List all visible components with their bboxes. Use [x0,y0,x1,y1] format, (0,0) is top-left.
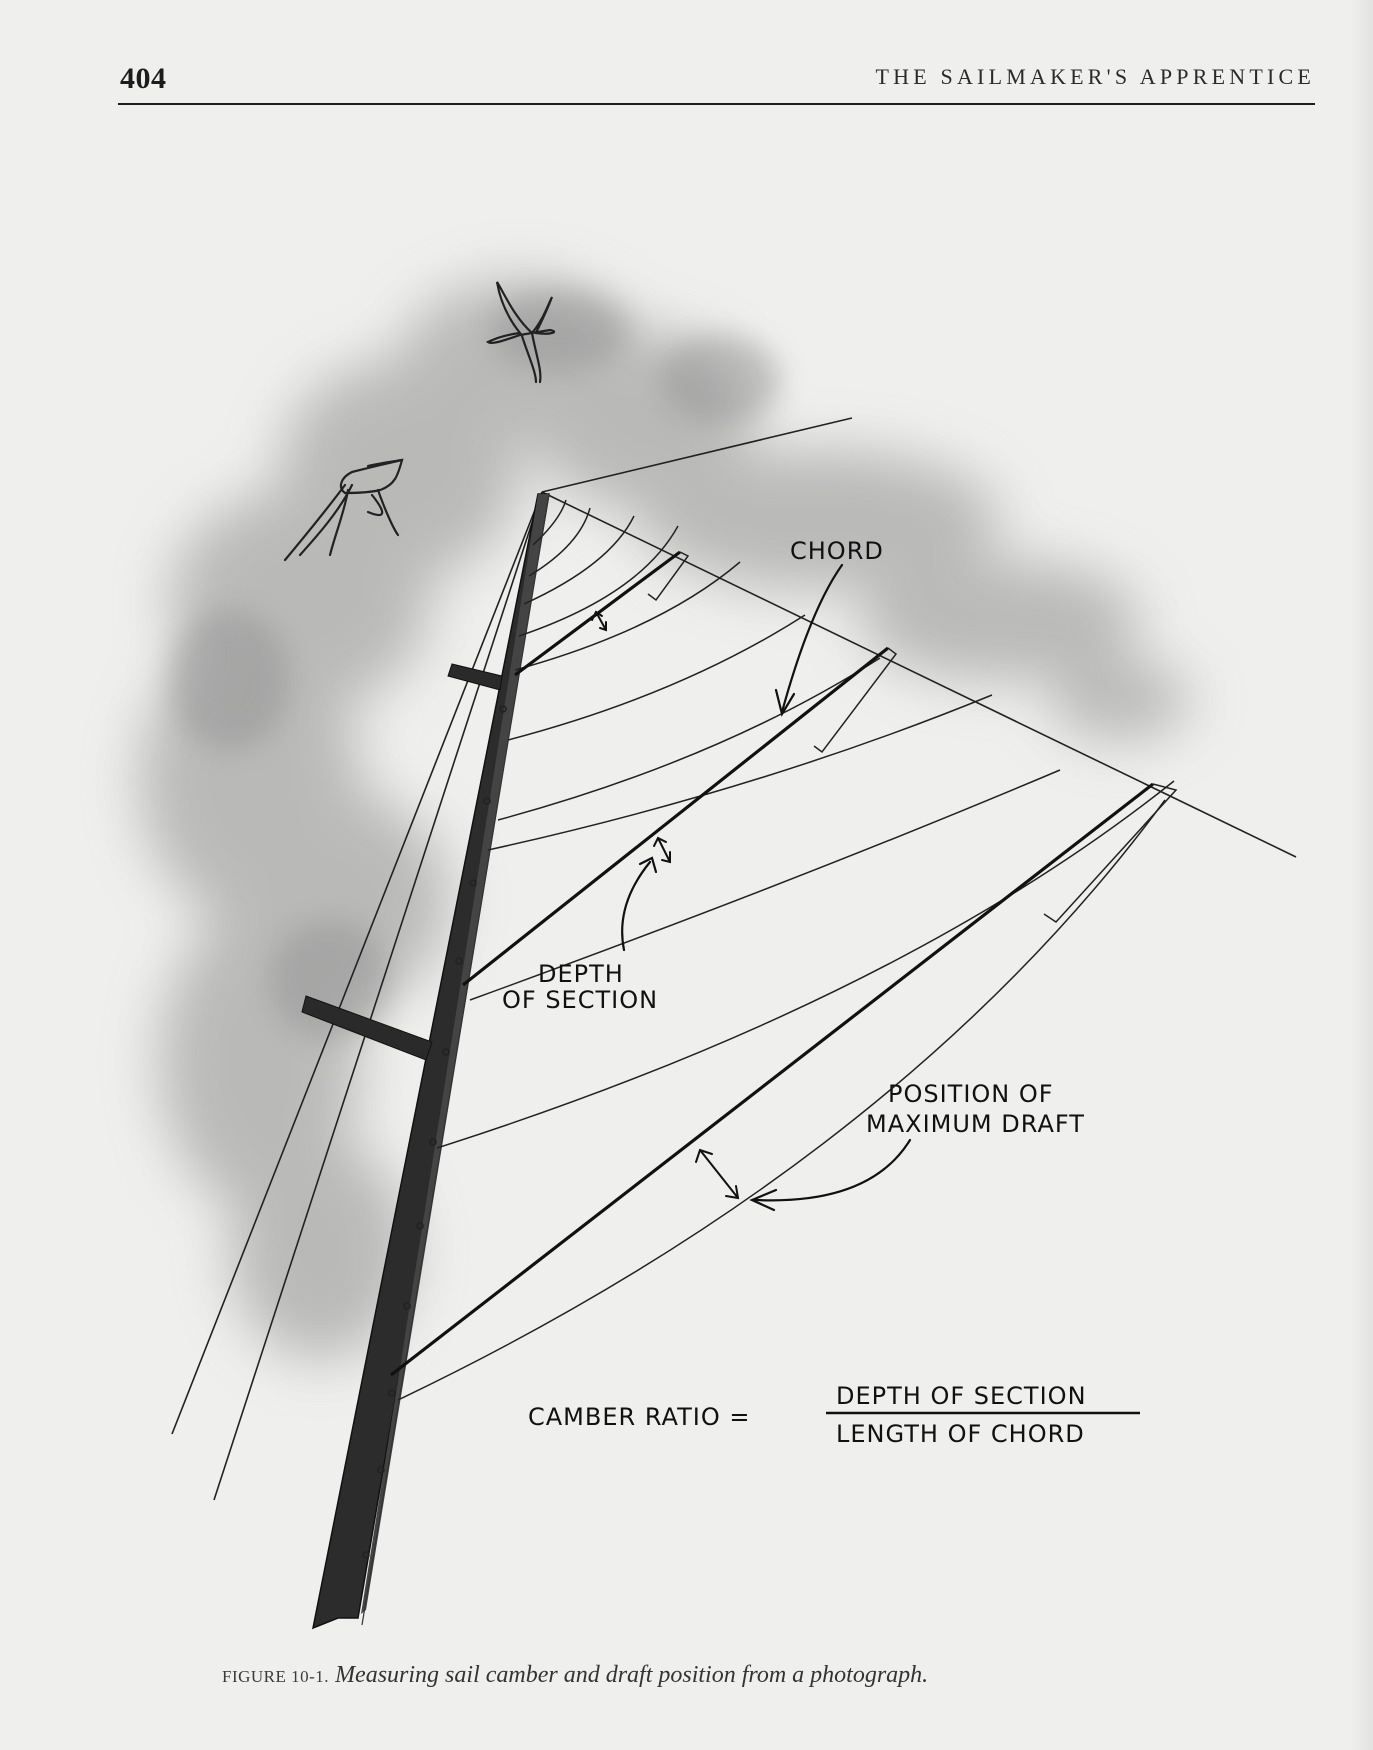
formula-numerator: DEPTH OF SECTION [836,1382,1087,1410]
draft-stripes [397,499,1175,1401]
depth-label-line2: OF SECTION [502,986,658,1014]
max-draft-label-line1: POSITION OF [888,1080,1054,1108]
depth-label-line1: DEPTH [538,960,624,988]
max-draft-label-line2: MAXIMUM DRAFT [866,1110,1085,1138]
draft-position-marks [647,551,1178,923]
mast [311,493,550,1630]
depth-arrows [591,610,740,1200]
figure-caption-text: Measuring sail camber and draft position… [335,1662,929,1688]
page-number: 404 [120,62,167,95]
chord-label: CHORD [790,537,884,565]
page-edge-shadow [1351,0,1373,1750]
formula-denominator: LENGTH OF CHORD [836,1420,1085,1448]
cloud-shading [140,280,1190,1360]
figure-caption-label: FIGURE 10-1. [222,1667,330,1686]
header-rule [118,103,1315,105]
running-head: THE SAILMAKER'S APPRENTICE [875,64,1315,89]
figure-caption: FIGURE 10-1. Measuring sail camber and d… [222,1662,928,1689]
leader-arrows [621,563,912,1212]
spreaders [301,663,503,1061]
bird-icon [485,281,556,384]
bird-icon [283,458,404,562]
camber-ratio-label: CAMBER RATIO = [528,1403,750,1431]
